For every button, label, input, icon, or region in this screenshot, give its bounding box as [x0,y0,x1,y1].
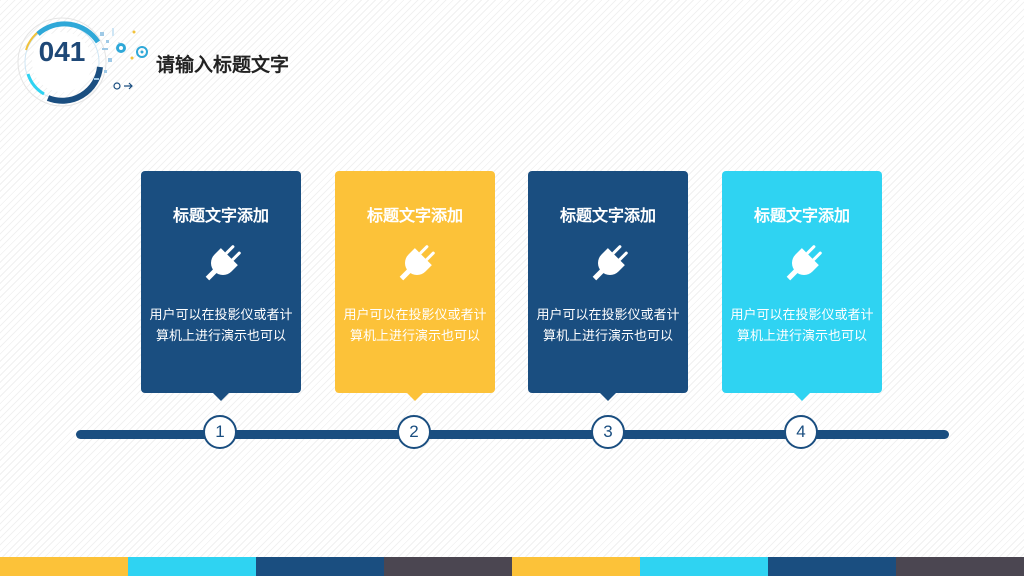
footer-segment [512,557,640,576]
card-4: 标题文字添加 用户可以在投影仪或者计算机上进行演示也可以 [722,171,882,401]
section-number: 041 [38,36,86,67]
card-description: 用户可以在投影仪或者计算机上进行演示也可以 [730,308,874,344]
page-title: 请输入标题文字 [156,54,290,76]
card-description: 用户可以在投影仪或者计算机上进行演示也可以 [536,308,680,344]
plug-icon [786,245,822,281]
footer-segment [384,557,512,576]
card-3: 标题文字添加 用户可以在投影仪或者计算机上进行演示也可以 [528,171,688,401]
footer-segment [640,557,768,576]
card-title: 标题文字添加 [753,206,850,225]
footer-segment [896,557,1024,576]
plug-icon [399,245,435,281]
card-1: 标题文字添加 用户可以在投影仪或者计算机上进行演示也可以 [141,171,301,401]
timeline-step-2: 2 [397,415,431,449]
card-title: 标题文字添加 [559,206,656,225]
card-title: 标题文字添加 [172,206,269,225]
card-description: 用户可以在投影仪或者计算机上进行演示也可以 [343,308,487,344]
footer-segment [768,557,896,576]
card-description: 用户可以在投影仪或者计算机上进行演示也可以 [149,308,293,344]
timeline-step-1: 1 [203,415,237,449]
plug-icon [205,245,241,281]
timeline-step-4: 4 [784,415,818,449]
footer-segment [128,557,256,576]
timeline-step-3: 3 [591,415,625,449]
section-logo-graphic [17,17,148,107]
card-2: 标题文字添加 用户可以在投影仪或者计算机上进行演示也可以 [335,171,495,401]
timeline-bar [76,430,949,439]
footer-segment [256,557,384,576]
footer-color-strip [0,557,1024,576]
plug-icon [592,245,628,281]
footer-segment [0,557,128,576]
card-title: 标题文字添加 [366,206,463,225]
